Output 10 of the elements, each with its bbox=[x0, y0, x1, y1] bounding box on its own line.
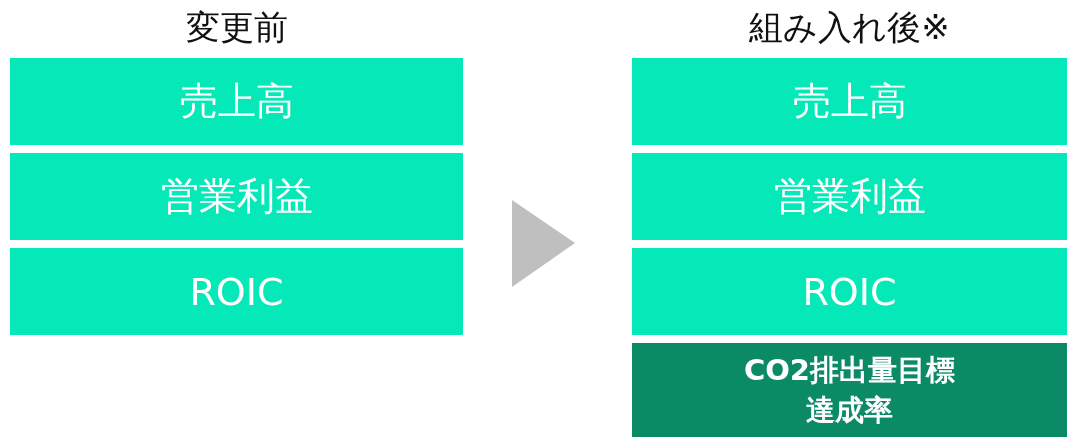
column-heading: 変更前 bbox=[185, 6, 288, 49]
metric-box: 営業利益 bbox=[10, 153, 463, 240]
metric-box: 売上高 bbox=[10, 58, 463, 145]
column-heading: 組み入れ後※ bbox=[749, 6, 950, 49]
arrow bbox=[512, 200, 575, 287]
metric-box: 営業利益 bbox=[632, 153, 1067, 240]
highlight-box: CO2排出量目標達成率 bbox=[632, 343, 1067, 437]
metric-box: ROIC bbox=[10, 248, 463, 335]
metric-box: 売上高 bbox=[632, 58, 1067, 145]
metric-box: ROIC bbox=[632, 248, 1067, 335]
